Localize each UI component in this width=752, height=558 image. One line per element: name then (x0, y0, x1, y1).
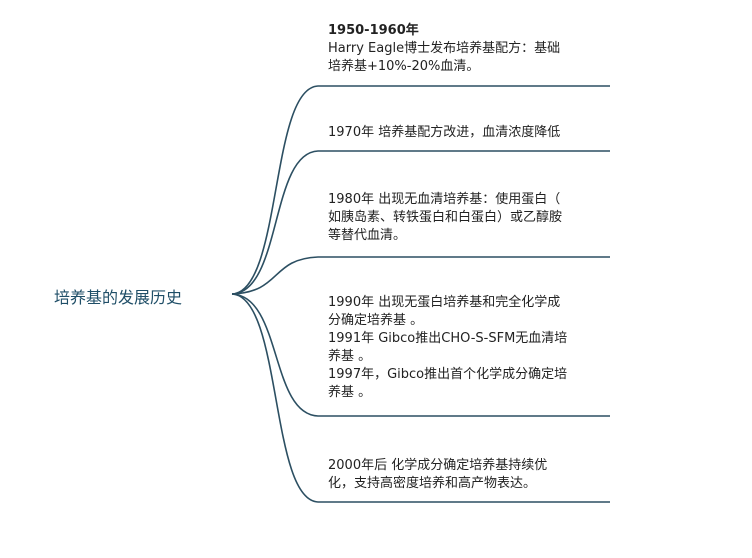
node-1950: 1950-1960年 Harry Eagle博士发布培养基配方：基础 培养基+1… (328, 22, 610, 76)
node-1990-line-4: 养基 。 (328, 349, 372, 364)
node-1970-line-1: 1970年 培养基配方改进，血清浓度降低 (328, 125, 561, 140)
branch-1990 (231, 293, 610, 417)
branch-2000 (231, 293, 610, 503)
branch-1980 (231, 256, 610, 295)
branch-1950 (231, 85, 610, 295)
node-1980-line-2: 如胰岛素、转铁蛋白和白蛋白）或乙醇胺 (328, 210, 563, 225)
node-1990: 1990年 出现无蛋白培养基和完全化学成 分确定培养基 。 1991年 Gibc… (328, 294, 610, 402)
node-1980-line-3: 等替代血清。 (328, 228, 407, 243)
node-2000-line-1: 2000年后 化学成分确定培养基持续优 (328, 458, 548, 473)
node-1950-line-3: 培养基+10%-20%血清。 (328, 59, 480, 74)
node-1970: 1970年 培养基配方改进，血清浓度降低 (328, 124, 610, 142)
node-1980-line-1: 1980年 出现无血清培养基：使用蛋白（ (328, 192, 561, 207)
node-2000: 2000年后 化学成分确定培养基持续优 化，支持高密度培养和高产物表达。 (328, 457, 610, 493)
node-1990-line-5: 1997年，Gibco推出首个化学成分确定培 (328, 367, 568, 382)
node-1990-line-2: 分确定培养基 。 (328, 313, 424, 328)
node-1990-line-6: 养基 。 (328, 385, 372, 400)
node-1950-line-2: Harry Eagle博士发布培养基配方：基础 (328, 41, 561, 56)
node-2000-line-2: 化，支持高密度培养和高产物表达。 (328, 476, 537, 491)
node-1990-line-3: 1991年 Gibco推出CHO-S-SFM无血清培 (328, 331, 568, 346)
branch-1970 (231, 150, 610, 295)
node-1980: 1980年 出现无血清培养基：使用蛋白（ 如胰岛素、转铁蛋白和白蛋白）或乙醇胺 … (328, 191, 610, 245)
node-1990-line-1: 1990年 出现无蛋白培养基和完全化学成 (328, 295, 561, 310)
node-1950-line-1: 1950-1960年 (328, 23, 419, 38)
root-topic: 培养基的发展历史 (54, 288, 183, 307)
